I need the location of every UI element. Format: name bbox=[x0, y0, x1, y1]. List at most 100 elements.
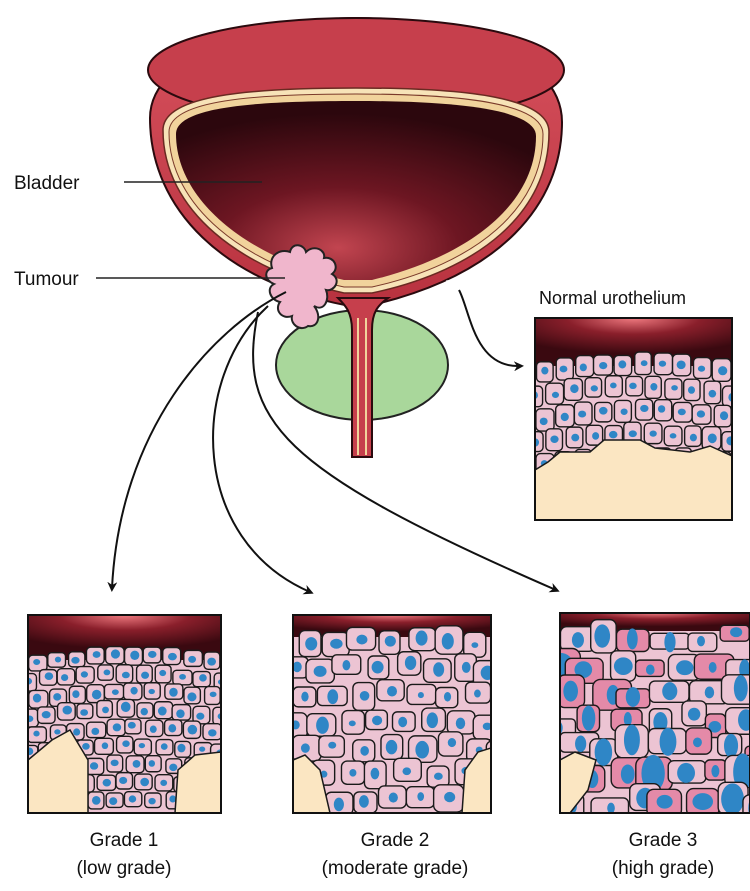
nucleus bbox=[693, 738, 702, 748]
nucleus bbox=[305, 637, 317, 650]
nucleus bbox=[417, 792, 424, 801]
nucleus bbox=[609, 431, 618, 438]
nucleus bbox=[676, 660, 693, 675]
nucleus bbox=[658, 405, 665, 412]
nucleus bbox=[580, 363, 587, 371]
nucleus bbox=[726, 436, 734, 445]
nucleus bbox=[646, 664, 655, 674]
nucleus bbox=[697, 636, 705, 647]
nucleus bbox=[73, 728, 80, 735]
nucleus bbox=[688, 386, 695, 394]
bladder-label: Bladder bbox=[14, 173, 80, 194]
nucleus bbox=[444, 792, 455, 802]
nucleus bbox=[227, 658, 234, 666]
nucleus bbox=[462, 662, 471, 673]
nucleus bbox=[141, 672, 149, 679]
nucleus bbox=[711, 765, 719, 777]
tumour-label: Tumour bbox=[14, 269, 79, 290]
nucleus bbox=[128, 722, 136, 729]
normal-urothelium-label: Normal urothelium bbox=[539, 288, 686, 308]
nucleus bbox=[481, 666, 495, 680]
nucleus bbox=[721, 783, 744, 814]
nucleus bbox=[196, 713, 204, 720]
nucleus bbox=[149, 760, 155, 767]
nucleus bbox=[168, 724, 176, 732]
arrow-to-grade-1 bbox=[112, 292, 286, 588]
cell bbox=[222, 655, 239, 670]
nucleus bbox=[349, 720, 356, 726]
nucleus bbox=[119, 777, 127, 784]
nucleus bbox=[104, 670, 111, 676]
nucleus bbox=[301, 743, 310, 752]
nucleus bbox=[709, 662, 717, 673]
nucleus bbox=[80, 709, 88, 716]
nucleus bbox=[641, 360, 648, 366]
nucleus bbox=[692, 793, 713, 810]
nucleus bbox=[427, 712, 438, 728]
nucleus bbox=[591, 385, 598, 391]
cell bbox=[222, 765, 239, 780]
cell bbox=[222, 800, 239, 815]
nucleus bbox=[109, 797, 117, 805]
nucleus bbox=[42, 711, 51, 718]
nucleus bbox=[592, 432, 599, 440]
cell bbox=[494, 634, 517, 657]
nucleus bbox=[578, 411, 586, 418]
nucleus bbox=[208, 729, 216, 736]
nucleus bbox=[385, 636, 396, 647]
nucleus bbox=[33, 731, 39, 737]
grade-2-panel bbox=[276, 615, 522, 817]
nucleus bbox=[71, 657, 79, 664]
nucleus bbox=[677, 763, 695, 783]
grade-2-subtitle: (moderate grade) bbox=[322, 858, 469, 879]
normal-sample-marker bbox=[447, 281, 459, 293]
nucleus bbox=[226, 768, 233, 775]
nucleus bbox=[690, 434, 697, 442]
nucleus bbox=[433, 662, 444, 677]
grade-3-title: Grade 3 bbox=[629, 830, 698, 851]
nucleus bbox=[188, 725, 198, 735]
nucleus bbox=[678, 409, 686, 416]
cell bbox=[733, 360, 750, 381]
nucleus bbox=[328, 742, 336, 749]
nucleus bbox=[448, 738, 456, 747]
nucleus bbox=[102, 742, 108, 749]
nucleus bbox=[150, 725, 157, 732]
nucleus bbox=[550, 436, 558, 443]
nucleus bbox=[626, 687, 640, 707]
nucleus bbox=[387, 686, 397, 697]
nucleus bbox=[372, 716, 382, 726]
nucleus bbox=[359, 795, 369, 808]
cell bbox=[494, 793, 522, 817]
stroma bbox=[535, 440, 732, 520]
nucleus bbox=[141, 708, 148, 716]
nucleus bbox=[301, 692, 308, 702]
nucleus bbox=[33, 659, 40, 665]
nucleus bbox=[169, 688, 177, 697]
nucleus bbox=[650, 431, 657, 437]
nucleus bbox=[415, 741, 429, 759]
nucleus bbox=[720, 411, 728, 420]
nucleus bbox=[148, 651, 156, 658]
nucleus bbox=[90, 762, 98, 769]
nucleus bbox=[724, 734, 738, 758]
nucleus bbox=[227, 697, 235, 704]
nucleus bbox=[582, 705, 595, 730]
nucleus bbox=[491, 777, 497, 783]
nucleus bbox=[179, 674, 186, 680]
nucleus bbox=[621, 764, 635, 783]
nucleus bbox=[629, 383, 637, 389]
nucleus bbox=[342, 660, 350, 670]
nucleus bbox=[718, 366, 727, 375]
nucleus bbox=[389, 793, 398, 803]
nucleus bbox=[81, 671, 88, 677]
nucleus bbox=[148, 798, 155, 805]
nucleus bbox=[349, 769, 356, 777]
nucleus bbox=[356, 635, 367, 645]
nucleus bbox=[386, 740, 398, 755]
cell bbox=[734, 408, 750, 428]
nucleus bbox=[334, 798, 344, 812]
nucleus bbox=[102, 707, 109, 714]
nucleus bbox=[159, 670, 166, 676]
